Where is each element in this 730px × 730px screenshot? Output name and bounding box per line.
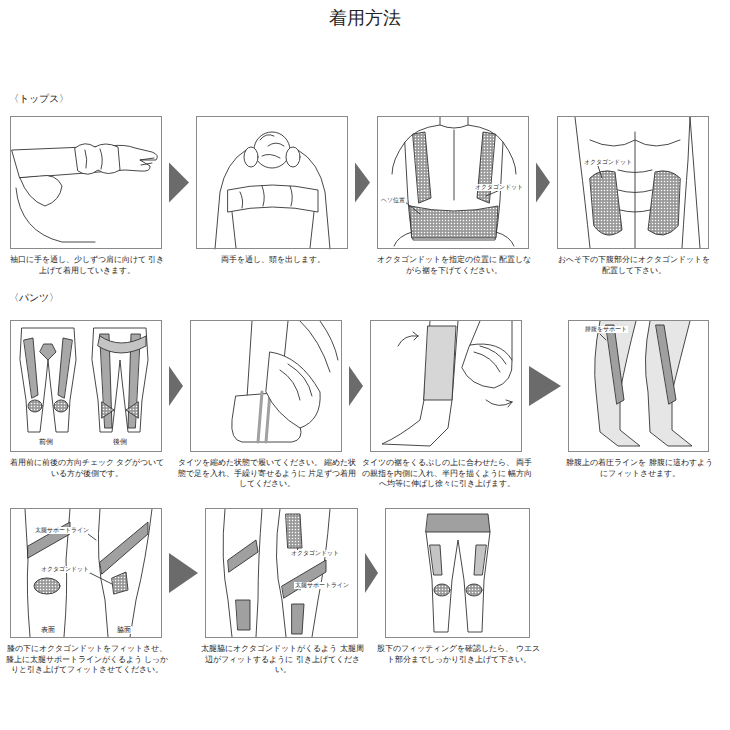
step-panel: 腓腹上の着圧ラインを 腓腹に這わすようにフィットさせます。腓腹をサポート: [568, 320, 709, 452]
page-title: 着用方法: [0, 6, 730, 30]
callout-label: 前側: [38, 438, 54, 446]
callout-label: オクタゴンドット: [583, 159, 633, 166]
step-panel: タイツを縮めた状態で履いてください。 縮めた状態で足を入れ、手繰り寄せるように …: [190, 320, 342, 452]
callout-label: ヘソ位置: [380, 197, 406, 204]
step-caption: 太腿脇にオクタゴンドットがくるよう 太腿周辺がフィットするように 引き上げてくだ…: [198, 644, 368, 676]
step-arrow: [365, 553, 378, 593]
step-caption: 股下のフィッティングを確認したら、 ウエスト部分までしっかり引き上げて下さい。: [374, 644, 544, 665]
callout-label: 腓腹をサポート: [584, 326, 628, 333]
step-arrow: [355, 163, 370, 203]
callout-label: 後側: [112, 438, 128, 446]
arm-figure: [12, 144, 157, 242]
tights-rolling-figure: [382, 321, 512, 446]
step-caption: タイツの裾をくるぶしの上に合わせたら、 両手の親指を内側に入れ、半円を描くように…: [359, 458, 535, 490]
tights-stepping-figure: [232, 321, 338, 442]
step-caption: 着用前に前後の方向チェック タグがついている方が後側です。: [7, 458, 167, 479]
section-heading: 〈パンツ〉: [8, 292, 60, 304]
step-panel: 太腿脇にオクタゴンドットがくるよう 太腿周辺がフィットするように 引き上げてくだ…: [205, 508, 358, 638]
front-torso-figure: [575, 117, 700, 248]
callout-label: 太腿サポートライン: [34, 527, 90, 534]
head-figure: [215, 132, 330, 249]
callout-label: 表面: [40, 626, 56, 634]
step-panel: タイツの裾をくるぶしの上に合わせたら、 両手の親指を内側に入れ、半円を描くように…: [370, 320, 522, 452]
step-panel: おへそ下の下腹部分にオクタゴンドットを 配置して下さい。オクタゴンドット: [557, 116, 709, 249]
step-caption: オクタゴンドットを指定の位置に 配置しながら裾を下げてください。: [374, 255, 534, 276]
callout-label: オクタゴンドット: [474, 184, 524, 191]
callout-label: オクタゴンドット: [40, 566, 90, 573]
section-heading: 〈トップス〉: [8, 93, 70, 105]
step-caption: おへそ下の下腹部分にオクタゴンドットを 配置して下さい。: [556, 255, 712, 276]
thigh-figure: [223, 509, 330, 637]
callout-label: オクタゴンドット: [290, 550, 340, 557]
callout-label: 太腿サポートライン: [294, 582, 350, 589]
full-legs-figure: [426, 514, 490, 632]
step-caption: タイツを縮めた状態で履いてください。 縮めた状態で足を入れ、手繰り寄せるように …: [177, 458, 357, 490]
step-panel: 膝の下にオクタゴンドットをフィットさせ、 膝上に太腿サポートラインがくるよう し…: [10, 508, 162, 638]
step-caption: 膝の下にオクタゴンドットをフィットさせ、 膝上に太腿サポートラインがくるよう し…: [5, 644, 169, 676]
step-caption: 腓腹上の着圧ラインを 腓腹に這わすようにフィットさせます。: [565, 458, 715, 479]
back-figure: [392, 117, 516, 246]
step-arrow: [169, 366, 183, 406]
step-panel: 両手を通し、頭を出します。: [196, 116, 348, 249]
step-arrow: [536, 163, 550, 203]
callout-label: 脇面: [116, 626, 132, 634]
step-panel: オクタゴンドットを指定の位置に 配置しながら裾を下げてください。ヘソ位置オクタゴ…: [377, 116, 529, 249]
step-arrow: [169, 163, 189, 203]
tights-front-back: [20, 328, 148, 432]
step-arrow: [529, 366, 561, 406]
step-arrow: [349, 366, 363, 406]
step-caption: 袖口に手を通し、少しずつ肩に向けて 引き上げて着用していきます。: [7, 255, 167, 276]
step-caption: 両手を通し、頭を出します。: [193, 255, 353, 266]
step-panel: 着用前に前後の方向チェック タグがついている方が後側です。前側後側: [10, 320, 162, 452]
step-arrow: [169, 553, 198, 593]
step-panel: 袖口に手を通し、少しずつ肩に向けて 引き上げて着用していきます。: [10, 116, 162, 249]
calf-figure: [595, 321, 692, 446]
knee-figure: [25, 509, 152, 637]
step-panel: 股下のフィッティングを確認したら、 ウエスト部分までしっかり引き上げて下さい。: [385, 508, 530, 638]
